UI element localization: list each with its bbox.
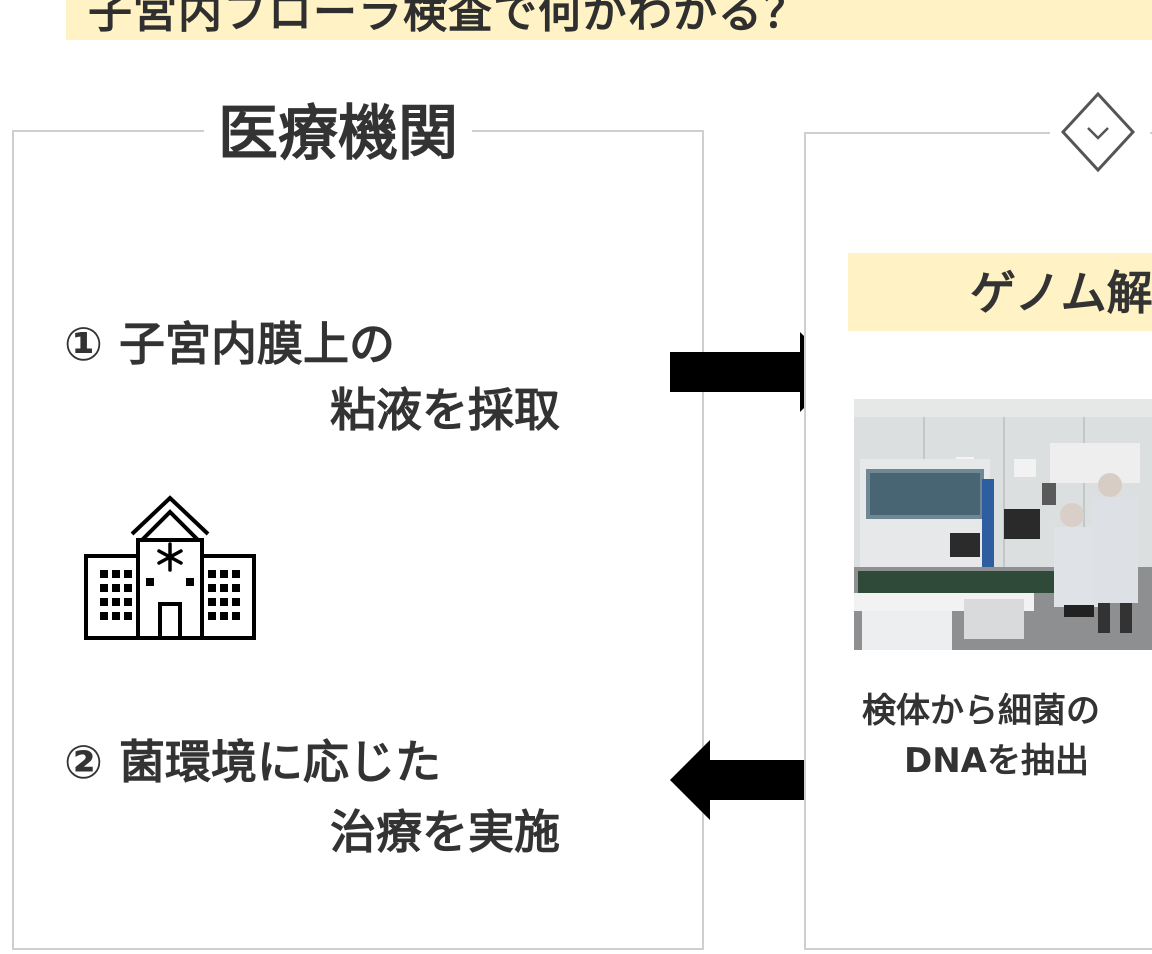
badge-wrap	[1050, 92, 1150, 173]
step2-line1: ② 菌環境に応じた	[64, 735, 441, 789]
step2-line2: 治療を実施	[330, 805, 560, 859]
arrow-left-icon	[670, 740, 840, 824]
title-band: 子宮内フローラ検査で何がわかる？	[66, 0, 1152, 40]
step1-line2: 粘液を採取	[330, 383, 560, 437]
step1-line1: ① 子宮内膜上の	[64, 317, 395, 371]
genome-analysis-band: ゲノム解	[848, 253, 1152, 331]
lab-photo	[854, 399, 1152, 650]
medical-institution-panel	[12, 130, 704, 950]
caption-line2: DNAを抽出	[904, 741, 1089, 781]
page-title: 子宮内フローラ検査で何がわかる？	[88, 0, 808, 38]
caption-line1: 検体から細菌の	[862, 691, 1100, 731]
hospital-icon	[82, 494, 258, 646]
arrow-right-icon	[670, 332, 840, 416]
chevron-diamond-icon	[1060, 92, 1136, 173]
medical-institution-heading: 医療機関	[204, 94, 472, 174]
genome-analysis-label: ゲノム解	[970, 266, 1152, 320]
